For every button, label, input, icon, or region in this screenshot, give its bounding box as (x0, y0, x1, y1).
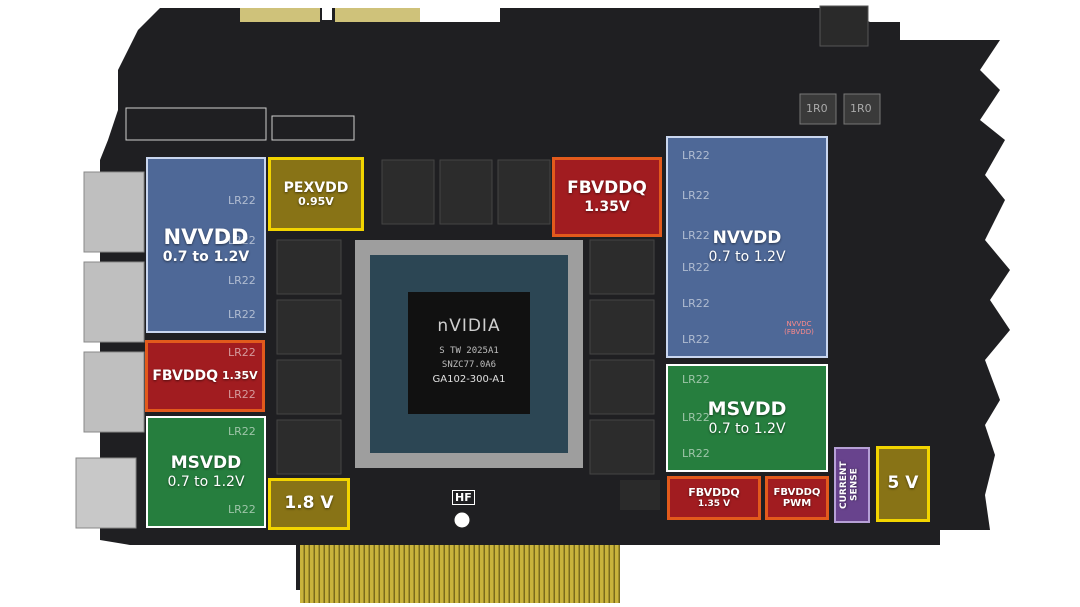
region-title: NVVDD (163, 224, 249, 249)
region-msvdd-right: LR22 LR22 LR22 MSVDD 0.7 to 1.2V (666, 364, 828, 472)
inductor-label: LR22 (228, 234, 256, 247)
gpu-marking-2: SNZC77.0A6 (441, 360, 497, 370)
region-voltage: 0.7 to 1.2V (167, 473, 245, 490)
region-voltage: 1.35 V (697, 499, 731, 510)
region-nvvdd-right: LR22 LR22 LR22 LR22 LR22 LR22 NVVDC (FBV… (666, 136, 828, 358)
region-voltage: 0.7 to 1.2V (162, 249, 250, 266)
region-voltage: 0.95V (298, 194, 334, 208)
inductor-label: LR22 (228, 274, 256, 287)
inductor-label: LR22 (682, 229, 710, 242)
inductor-label: LR22 (682, 447, 710, 460)
gpu-die (408, 292, 530, 414)
hdmi-port (75, 457, 137, 529)
region-fbvddq-bottom: FBVDDQ 1.35 V (667, 476, 761, 520)
inductor-label: LR22 (228, 308, 256, 321)
region-voltage: 1.35V (222, 368, 258, 382)
silkscreen-note: NVVDC (FBVDD) (784, 320, 814, 337)
inductor-label: LR22 (228, 425, 256, 438)
region-title: 5 V (887, 473, 919, 494)
gpu-brand: nVIDIA (437, 316, 501, 336)
display-port (83, 261, 145, 343)
inductor-label: LR22 (228, 346, 256, 359)
inductor-marking: 1R0 (850, 102, 872, 115)
region-title: FBVDDQ (152, 367, 218, 384)
inductor-marking: 1R0 (806, 102, 828, 115)
gpu-model: GA102-300-A1 (432, 374, 506, 385)
inductor-label: LR22 (228, 503, 256, 516)
gpu-marking-1: S TW 2025A1 (439, 346, 499, 356)
region-title: FBVDDQ (567, 178, 647, 199)
inductor-label: LR22 (682, 149, 710, 162)
display-port (83, 351, 145, 433)
region-title: 1.8 V (284, 493, 334, 514)
inductor-label: LR22 (682, 261, 710, 274)
region-msvdd-left: LR22 LR22 MSVDD 0.7 to 1.2V (146, 416, 266, 528)
region-current-sense: CURRENT SENSE (834, 447, 870, 523)
inductor-label: LR22 (228, 194, 256, 207)
region-title: MSVDD (707, 398, 787, 421)
hf-mark: HF (452, 490, 475, 505)
region-1v8: 1.8 V (268, 478, 350, 530)
inductor-label: LR22 (682, 297, 710, 310)
region-title: PEXVDD (283, 179, 349, 196)
region-title: FBVDDQ (688, 485, 740, 499)
pcie-gold-fingers (300, 545, 620, 603)
power-connector (819, 5, 869, 47)
region-nvvdd-left: LR22 LR22 LR22 LR22 NVVDD 0.7 to 1.2V (146, 157, 266, 333)
edge-contact (335, 8, 420, 22)
inductor-label: LR22 (682, 411, 710, 424)
region-voltage: PWM (782, 498, 812, 509)
region-fbvddq-top: FBVDDQ 1.35V (552, 157, 662, 237)
inductor-label: LR22 (682, 189, 710, 202)
region-voltage: 0.7 to 1.2V (708, 248, 786, 265)
region-voltage: 1.35V (584, 198, 630, 215)
memory-chips (276, 159, 655, 475)
inductor-label: LR22 (682, 333, 710, 346)
region-5v: 5 V (876, 446, 930, 522)
inductor-label: LR22 (682, 373, 710, 386)
region-title: CURRENT SENSE (839, 461, 860, 509)
region-fbvddq-left: LR22 LR22 FBVDDQ 1.35V (145, 340, 265, 412)
region-voltage: 0.7 to 1.2V (708, 420, 786, 437)
edge-contact (240, 8, 320, 22)
display-port (83, 171, 145, 253)
region-pexvdd: PEXVDD 0.95V (268, 157, 364, 231)
region-title: MSVDD (170, 453, 242, 474)
inductor-label: LR22 (228, 388, 256, 401)
region-fbvddq-pwm: FBVDDQ PWM (765, 476, 829, 520)
region-title: FBVDDQ (773, 486, 821, 498)
region-title: NVVDD (712, 228, 782, 249)
